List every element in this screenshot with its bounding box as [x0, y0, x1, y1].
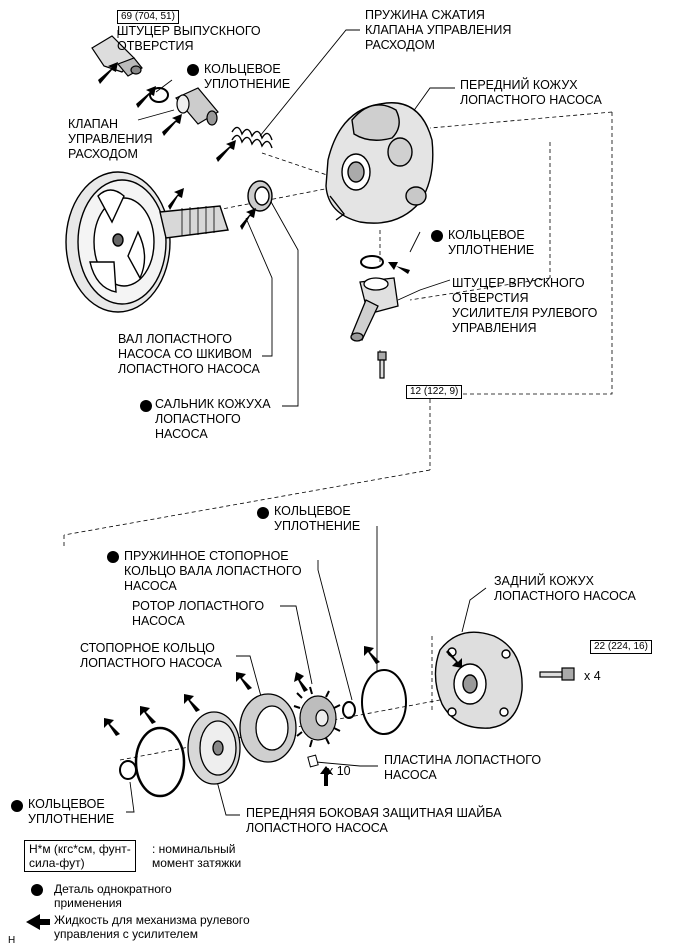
label-front-housing: ПЕРЕДНИЙ КОЖУХ ЛОПАСТНОГО НАСОСА: [460, 78, 602, 107]
compression-spring-part: [231, 126, 273, 149]
fluid-arrow-icon: [320, 766, 332, 786]
o-ring-large-bottom-part: [134, 726, 186, 798]
label-front-side-plate: ПЕРЕДНЯЯ БОКОВАЯ ЗАЩИТНАЯ ШАЙБА ЛОПАСТНО…: [246, 806, 502, 835]
torque-outlet-union: 69 (704, 51): [117, 10, 179, 24]
single-use-dot-icon: [187, 64, 199, 76]
fluid-arrow-icon: [98, 62, 118, 84]
torque-inlet-bolt: 12 (122, 9): [406, 385, 463, 399]
legend-single-use: Деталь однократного применения: [54, 882, 172, 910]
corner-mark: H: [8, 935, 16, 946]
front-side-plate-part: [187, 711, 241, 785]
legend-torque-description: : номинальный момент затяжки: [152, 842, 242, 870]
label-rotor: РОТОР ЛОПАСТНОГО НАСОСА: [132, 599, 265, 628]
rear-housing-bolt-part: [539, 667, 575, 681]
label-vane-plate: ПЛАСТИНА ЛОПАСТНОГО НАСОСА: [384, 753, 542, 782]
fluid-arrow-icon: [240, 208, 256, 230]
label-rear-housing: ЗАДНИЙ КОЖУХ ЛОПАСТНОГО НАСОСА: [494, 574, 636, 603]
fluid-arrow-icon: [446, 650, 462, 668]
label-oil-seal: САЛЬНИК КОЖУХА ЛОПАСТНОГО НАСОСА: [155, 397, 271, 441]
inlet-bolt-part: [377, 351, 387, 379]
rear-housing-part: [434, 631, 523, 729]
fluid-application-arrows: [98, 62, 462, 786]
label-compression-spring: ПРУЖИНА СЖАТИЯ КЛАПАНА УПРАВЛЕНИЯ РАСХОД…: [365, 8, 512, 52]
fluid-arrow-icon: [162, 114, 182, 136]
label-snap-ring: ПРУЖИННОЕ СТОПОРНОЕ КОЛЬЦО ВАЛА ЛОПАСТНО…: [124, 549, 302, 593]
snap-ring-part: [342, 701, 356, 719]
fluid-arrow-icon: [236, 672, 252, 690]
label-o-ring-bottom: КОЛЬЦЕВОЕ УПЛОТНЕНИЕ: [28, 797, 115, 826]
o-ring-top-part: [149, 87, 169, 103]
label-outlet-union: ШТУЦЕР ВЫПУСКНОГО ОТВЕРСТИЯ: [117, 24, 261, 53]
label-o-ring-top: КОЛЬЦЕВОЕ УПЛОТНЕНИЕ: [204, 62, 291, 91]
single-use-dot-icon: [11, 800, 23, 812]
fluid-arrow-icon: [294, 672, 308, 692]
fluid-arrow-icon: [364, 646, 380, 664]
label-inlet-union: ШТУЦЕР ВПУСКНОГО ОТВЕРСТИЯ УСИЛИТЕЛЯ РУЛ…: [452, 276, 598, 335]
label-cam-ring: СТОПОРНОЕ КОЛЬЦО ЛОПАСТНОГО НАСОСА: [80, 641, 222, 670]
fluid-arrow-icon: [140, 706, 156, 724]
inlet-union-part: [350, 277, 399, 342]
fluid-arrow-icon: [216, 140, 236, 162]
fluid-arrow-icon: [168, 188, 184, 210]
outlet-union-part: [91, 35, 143, 77]
pulley-part: [65, 171, 229, 313]
single-use-dot-icon: [107, 551, 119, 563]
legend-dot-icon: [31, 884, 43, 896]
single-use-markers: [11, 64, 443, 812]
fluid-arrow-icon: [104, 718, 120, 736]
o-ring-small-bottom-part: [119, 760, 137, 780]
label-o-ring-rear: КОЛЬЦЕВОЕ УПЛОТНЕНИЕ: [274, 504, 361, 533]
legend-fluid-arrow-icon: [26, 914, 50, 930]
oil-seal-part: [247, 180, 273, 212]
legend-fluid: Жидкость для механизма рулевого управлен…: [54, 913, 250, 941]
leader-lines: [117, 29, 487, 816]
single-use-dot-icon: [257, 507, 269, 519]
cam-ring-part: [239, 693, 297, 763]
fluid-arrow-icon: [136, 86, 156, 108]
o-ring-mid-part: [360, 255, 384, 269]
label-shaft-with-pulley: ВАЛ ЛОПАСТНОГО НАСОСА СО ШКИВОМ ЛОПАСТНО…: [118, 332, 260, 376]
rotor-part: [293, 686, 341, 748]
multiplier-bolts: x 4: [584, 669, 601, 683]
single-use-dot-icon: [140, 400, 152, 412]
label-flow-control-valve: КЛАПАН УПРАВЛЕНИЯ РАСХОДОМ: [68, 117, 153, 161]
torque-rear-housing-bolt: 22 (224, 16): [590, 640, 652, 654]
label-o-ring-mid: КОЛЬЦЕВОЕ УПЛОТНЕНИЕ: [448, 228, 535, 257]
o-ring-rear-part: [361, 669, 407, 735]
single-use-dot-icon: [431, 230, 443, 242]
multiplier-plates: x 10: [327, 764, 351, 778]
fluid-arrow-icon: [388, 262, 410, 274]
vane-plate-part: [307, 754, 319, 768]
flow-control-valve-part: [175, 87, 219, 126]
legend-torque-units: Н*м (кгс*см, фунт- сила-фут): [24, 840, 136, 872]
front-housing-part: [325, 102, 434, 224]
fluid-arrow-icon: [184, 694, 200, 712]
